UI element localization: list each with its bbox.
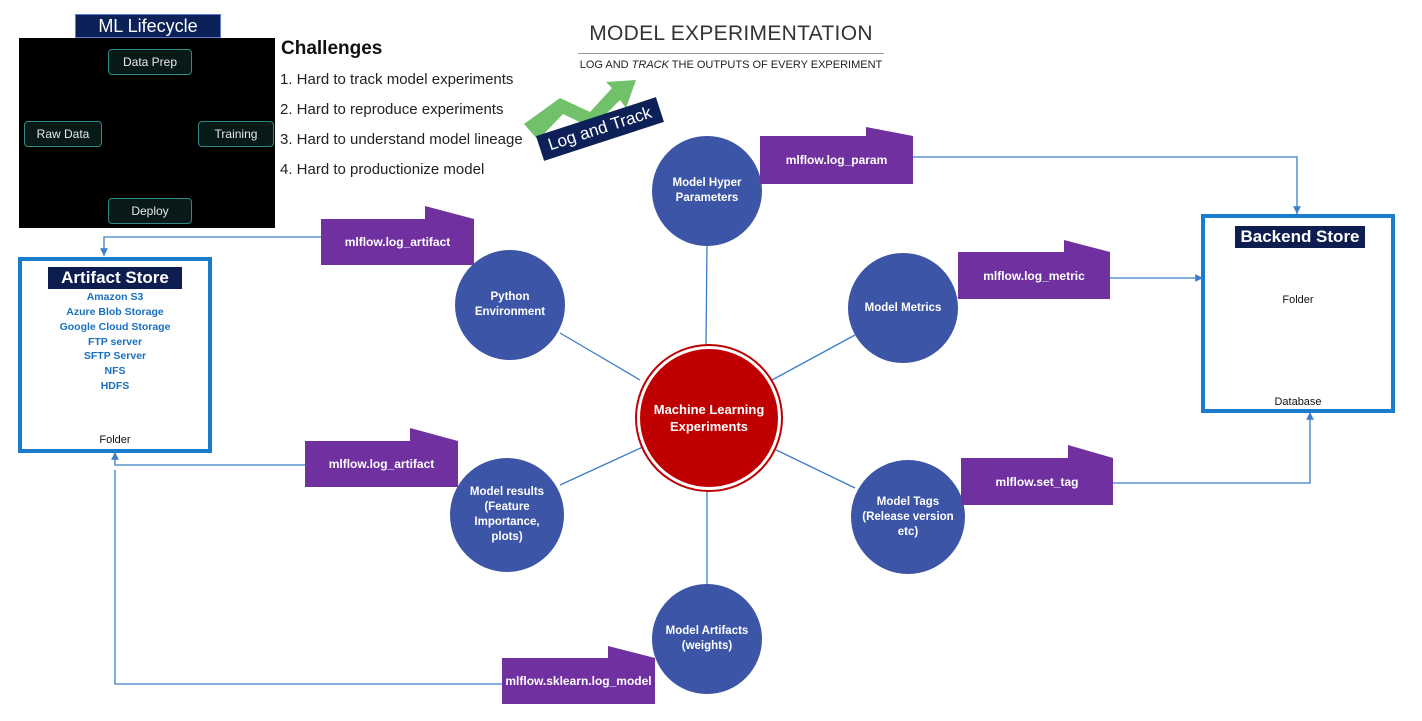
api-log-artifact-bottom: mlflow.log_artifact [305,441,458,487]
api-set-tag: mlflow.set_tag [961,458,1113,505]
storage-item: FTP server [87,336,143,348]
api-log-artifact-top: mlflow.log_artifact [321,219,474,265]
artifact-folder-label: Folder [99,434,131,446]
spoke-lines [559,244,856,585]
lifecycle-node-deploy: Deploy [108,198,192,224]
storage-item: Google Cloud Storage [59,321,171,333]
subtitle-part: LOG AND [579,59,632,71]
node-label: Model Metrics [864,301,942,314]
api-log-metric: mlflow.log_metric [958,252,1110,299]
storage-item: Amazon S3 [86,291,144,303]
node-model-tags: Model Tags (Release version etc) [851,460,965,574]
lifecycle-node-data-prep: Data Prep [108,49,192,75]
node-python-environment: Python Environment [455,250,565,360]
store-routes [100,156,1314,685]
node-model-results: Model results (Feature Importance, plots… [450,458,564,572]
node-model-metrics: Model Metrics [848,253,958,363]
tag-tabs [410,127,1113,658]
challenge-item: 4. Hard to productionize model [280,161,485,178]
backend-folder-label: Folder [1282,294,1314,306]
backend-store-title: Backend Store [1235,226,1365,248]
lifecycle-node-training: Training [198,121,274,147]
lifecycle-title: ML Lifecycle [75,14,221,38]
challenges-heading: Challenges [281,38,383,59]
sql-glyph: SQL [1273,338,1303,354]
lifecycle-node-raw-data: Raw Data [24,121,102,147]
node-label: Model Tags (Release version etc) [862,495,954,538]
storage-item: NFS [104,365,126,377]
subtitle-part: THE OUTPUTS OF EVERY EXPERIMENT [668,59,883,71]
challenge-item: 1. Hard to track model experiments [280,71,514,88]
api-log-param: mlflow.log_param [760,136,913,184]
backend-store-box: Backend Store Folder Database [1201,214,1395,413]
node-label: Model Artifacts (weights) [665,625,749,652]
node-model-artifacts: Model Artifacts (weights) [652,584,762,694]
subtitle-emphasis: TRACK [631,59,669,71]
api-log-model: mlflow.sklearn.log_model [502,658,655,704]
storage-item: Azure Blob Storage [66,306,164,318]
artifact-store-box: Artifact Store Amazon S3 Azure Blob Stor… [18,257,212,453]
challenge-item: 2. Hard to reproduce experiments [280,101,504,118]
database-label: Database [1274,396,1322,408]
node-label: Model results (Feature Importance, plots… [469,486,545,543]
growth-arrow-icon [524,80,636,140]
challenge-item: 3. Hard to understand model lineage [280,131,523,148]
page-subtitle: LOG AND TRACK THE OUTPUTS OF EVERY EXPER… [578,59,884,71]
node-hyper-parameters: Model Hyper Parameters [652,136,762,246]
node-label: Model Hyper Parameters [672,177,742,204]
artifact-store-title: Artifact Store [48,267,182,289]
node-label: Python Environment [474,291,546,318]
center-ml-experiments: Machine Learning Experiments [637,346,781,490]
title-divider [578,53,884,54]
storage-item: HDFS [100,380,130,392]
storage-item: SFTP Server [83,350,147,362]
page-title: MODEL EXPERIMENTATION [589,22,873,45]
center-label: Machine Learning Experiments [653,402,765,434]
